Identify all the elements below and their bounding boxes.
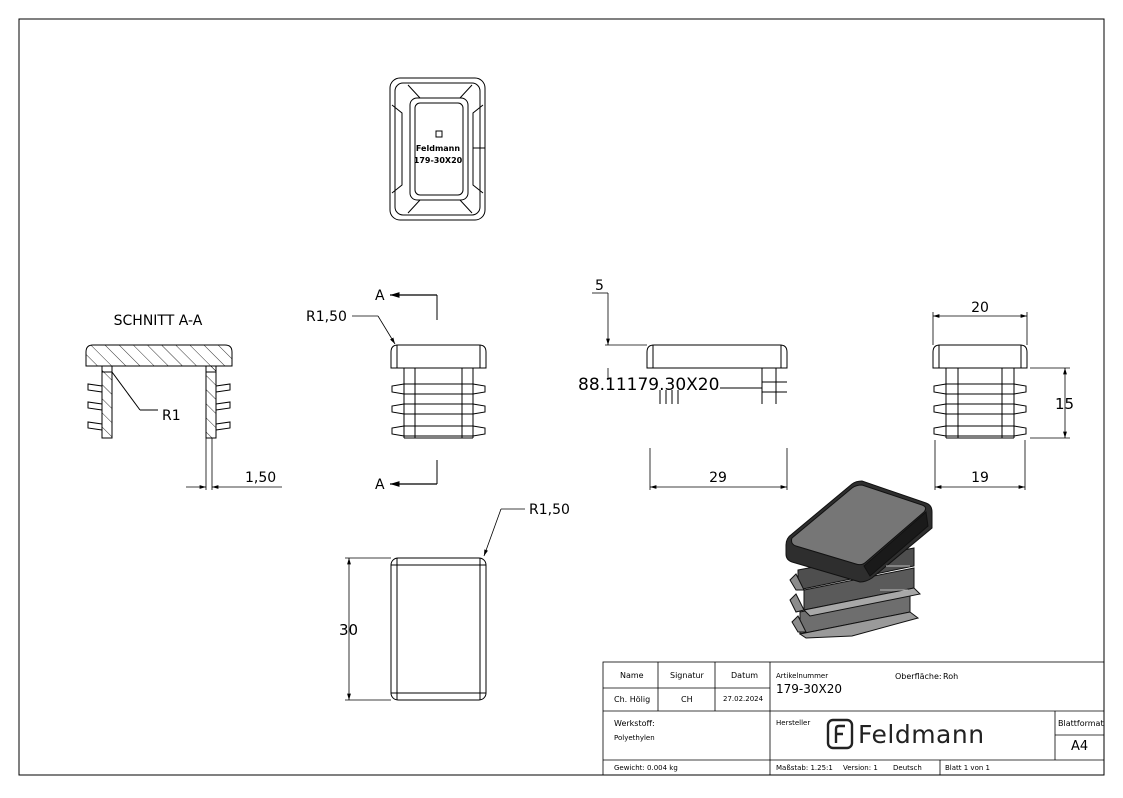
plan-view [390, 557, 487, 701]
dim-wall: 1,50 [245, 470, 276, 486]
datum-value: 27.02.2024 [723, 695, 764, 703]
signatur-value: CH [681, 695, 693, 704]
dim-radius-plan: R1,50 [529, 502, 570, 518]
section-title: SCHNITT A-A [114, 313, 203, 329]
dim-length: 29 [709, 470, 727, 486]
dim-height-plan: 30 [339, 621, 358, 639]
blatt: Blatt 1 von 1 [945, 764, 990, 772]
dim-radius-small: R1 [162, 408, 181, 424]
right-view [932, 344, 1028, 439]
signatur-header: Signatur [670, 671, 704, 680]
blattformat-label: Blattformat [1058, 719, 1104, 728]
dim-width-body: 19 [971, 470, 989, 486]
sheet-border [18, 18, 1105, 776]
dim-radius-front: R1,50 [306, 309, 347, 325]
werkstoff-label: Werkstoff: [614, 719, 655, 728]
section-mark-top: A [375, 288, 385, 304]
datum-header: Datum [731, 671, 759, 680]
radius-leader-plan [483, 508, 525, 557]
feldmann-logo: Feldmann [826, 717, 985, 751]
isometric-view [785, 480, 933, 639]
gewicht: Gewicht: 0.004 kg [614, 764, 678, 772]
dim-height-body-lines [1030, 367, 1070, 439]
front-view [390, 344, 487, 439]
artikel-label: Artikelnummer [776, 672, 829, 680]
oberflaeche-label: Oberfläche: [895, 672, 942, 681]
version: Version: 1 [843, 764, 878, 772]
dim-top-height: 5 [595, 278, 604, 294]
side-view [646, 344, 788, 404]
oberflaeche-value: Roh [943, 672, 959, 681]
part-brand-label: Feldmann [416, 144, 460, 153]
blattformat-value: A4 [1071, 739, 1089, 754]
hersteller-label: Hersteller [776, 719, 811, 727]
logo-text: Feldmann [858, 719, 985, 749]
title-block-frame [602, 661, 1105, 776]
werkstoff-value: Polyethylen [614, 734, 655, 742]
section-mark-bottom: A [375, 477, 385, 493]
dim-length-lines [649, 448, 788, 490]
sprache: Deutsch [893, 764, 922, 772]
overlay-label: 88.11179.30X20 [578, 375, 719, 395]
name-value: Ch. Hölig [614, 695, 651, 704]
dim-height-body: 15 [1055, 395, 1074, 413]
section-marker-top: A [375, 288, 438, 320]
part-label: Feldmann 179-30X20 [414, 130, 463, 165]
dim-top-height-lines [592, 292, 647, 380]
dim-height-plan-lines [345, 557, 391, 701]
name-header: Name [620, 671, 644, 680]
feldmann-logo-icon [826, 718, 854, 750]
section-view [85, 344, 282, 490]
dim-width-body-lines [934, 440, 1026, 490]
dim-width-top: 20 [971, 300, 989, 316]
section-marker-bottom: A [375, 460, 438, 493]
dim-width-top-lines [932, 312, 1028, 345]
top-view [389, 77, 486, 221]
feldmann-mark-icon [435, 130, 443, 138]
part-code-label: 179-30X20 [414, 156, 463, 165]
radius-leader-front [352, 315, 396, 345]
artikel-value: 179-30X20 [776, 682, 842, 696]
massstab: Maßstab: 1.25:1 [776, 764, 833, 772]
